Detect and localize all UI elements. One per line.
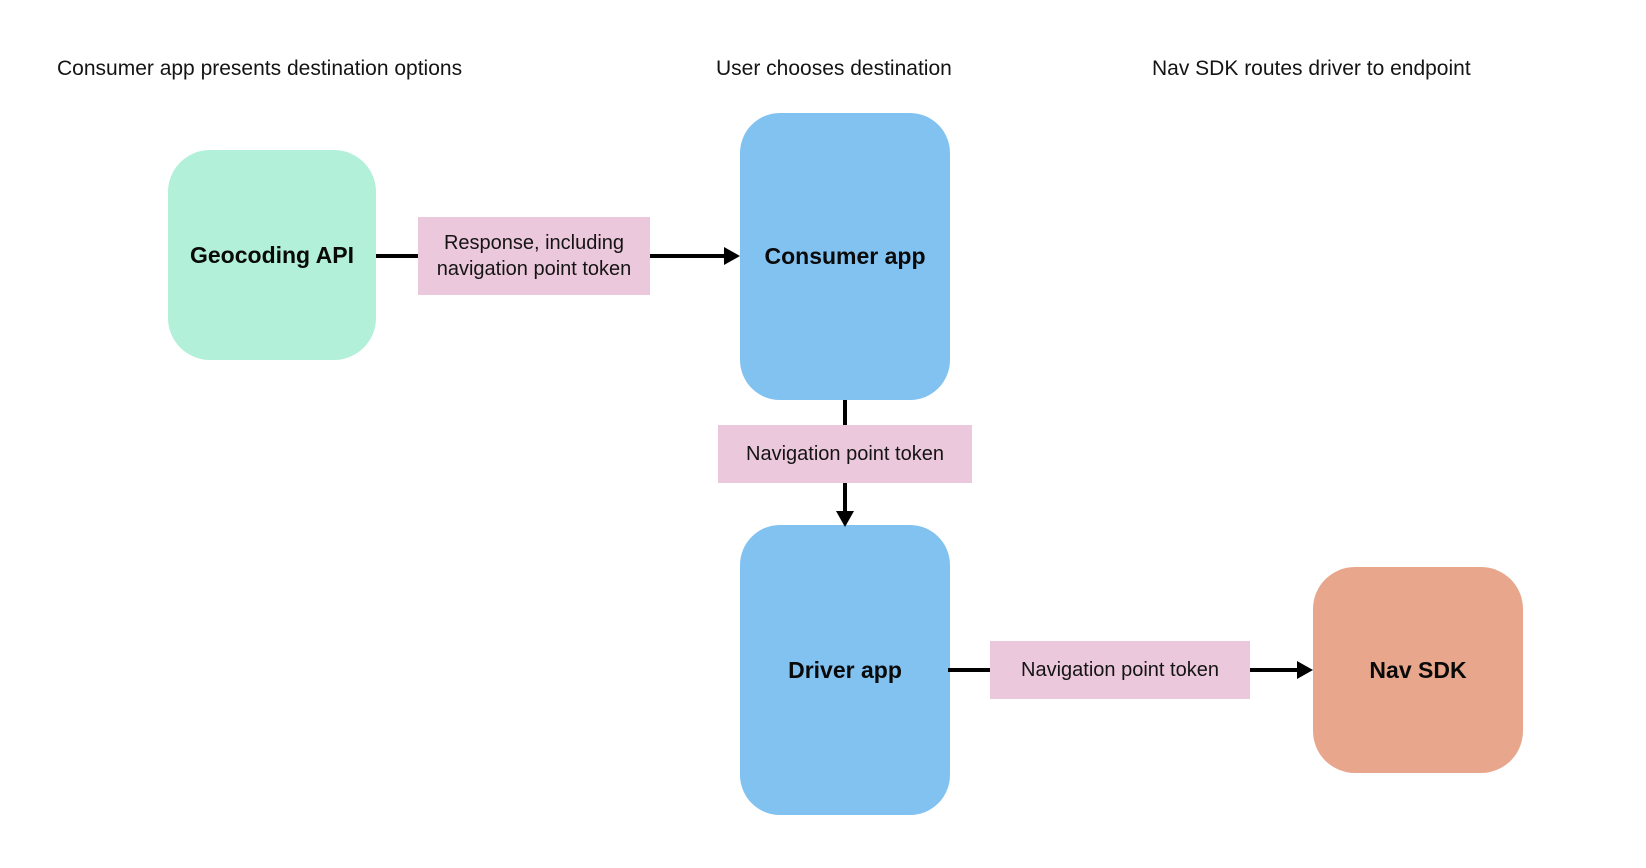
arrow-label-to-driver-line xyxy=(843,483,847,513)
edge-label-nav-token-2-text: Navigation point token xyxy=(1021,659,1219,681)
arrow-label-to-navsdk-line xyxy=(1250,668,1298,672)
arrowhead-into-nav-sdk-icon xyxy=(1297,661,1313,679)
arrow-consumer-to-label-line xyxy=(843,400,847,425)
node-nav-sdk: Nav SDK xyxy=(1313,567,1523,773)
node-consumer-app-label: Consumer app xyxy=(764,243,926,269)
node-driver-app: Driver app xyxy=(740,525,950,815)
node-driver-app-label: Driver app xyxy=(788,656,902,683)
arrow-label-to-consumer-line xyxy=(650,254,726,258)
edge-label-response-text: Response, including navigation point tok… xyxy=(436,232,632,280)
node-geocoding-api: Geocoding API xyxy=(168,150,376,360)
stage-heading-user-chooses: User chooses destination xyxy=(716,57,952,80)
node-geocoding-api-label: Geocoding API xyxy=(190,241,354,268)
node-nav-sdk-label: Nav SDK xyxy=(1369,656,1467,683)
edge-label-navigation-point-token-vertical: Navigation point token xyxy=(718,425,972,483)
edge-label-nav-token-1-text: Navigation point token xyxy=(746,443,944,465)
arrow-geocoding-to-label-line xyxy=(376,254,418,258)
node-consumer-app: Consumer app xyxy=(740,113,950,400)
arrowhead-into-consumer-app-icon xyxy=(724,247,740,265)
arrowhead-into-driver-app-icon xyxy=(836,511,854,527)
stage-heading-consumer-presents: Consumer app presents destination option… xyxy=(57,57,463,80)
edge-label-navigation-point-token-horizontal: Navigation point token xyxy=(990,641,1250,699)
arrow-driver-to-label-line xyxy=(948,668,990,672)
edge-label-response-including-token: Response, including navigation point tok… xyxy=(418,217,650,295)
stage-heading-nav-sdk-routes: Nav SDK routes driver to endpoint xyxy=(1152,57,1471,80)
